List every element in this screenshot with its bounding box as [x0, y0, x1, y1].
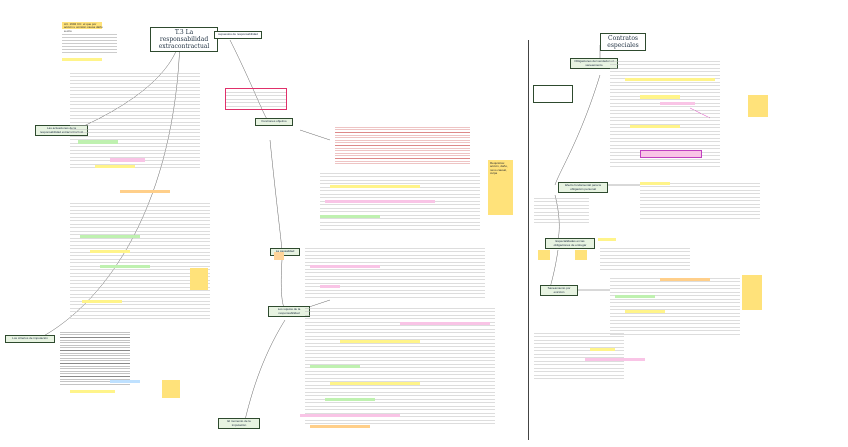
- header-mid-d-text: El momento de la imputación: [227, 419, 251, 427]
- sticky-note-right-3: [538, 250, 550, 260]
- right-box-left: [533, 85, 573, 103]
- header-left-mid-text: Las actuaciones de la responsabilidad ex…: [39, 126, 84, 134]
- header-right-d-text: Saneamiento por evicción: [547, 286, 571, 294]
- header-mid-a-text: Funciones objetivo: [261, 119, 287, 123]
- header-right-d: Saneamiento por evicción: [540, 285, 578, 297]
- right-title: Contratos especiales: [600, 33, 646, 51]
- sticky-note-mid: [488, 160, 513, 215]
- note-top-left-1-text: Art. 1902 CC: el que por acción u omisió…: [64, 22, 103, 33]
- header-mid-c-text: La causalidad: [275, 249, 295, 253]
- sticky-note-right-1: [748, 95, 768, 117]
- sticky-note-right-4: [575, 250, 587, 260]
- sticky-note-left: [190, 268, 208, 290]
- sticky-note-mid-text: Requisitos: acción, daño, nexo causal, c…: [490, 161, 508, 176]
- column-divider: [528, 40, 529, 440]
- sticky-note-left-2: [162, 380, 180, 398]
- right-title-line2: especiales: [607, 42, 639, 49]
- header-left-bottom: Los criterios de imputación: [5, 335, 55, 343]
- header-mid-a: Funciones objetivo: [255, 118, 293, 126]
- header-right-b: Efecto fundamental para la obligación pe…: [558, 182, 608, 194]
- sticky-note-small: [274, 252, 284, 260]
- right-title-line1: Contratos: [607, 35, 639, 42]
- header-right-c-text: Especialidades en las obligaciones de en…: [553, 239, 587, 247]
- note-top-left-1: [62, 22, 102, 29]
- sticky-note-right-2: [742, 275, 762, 310]
- header-right-c: Especialidades en las obligaciones de en…: [545, 238, 595, 250]
- page-title-text: T.3 La responsabilidad extracontractual: [158, 29, 210, 50]
- text-block-top-left: [62, 32, 117, 54]
- header-right-a-text: Obligaciones del vendedor: el saneamient…: [574, 59, 614, 67]
- header-mid-b-text: Los sujetos de la responsabilidad: [277, 307, 301, 315]
- header-mid-b: Los sujetos de la responsabilidad: [268, 306, 310, 318]
- header-mid-c: La causalidad: [270, 248, 300, 256]
- highlight-strip: [62, 58, 102, 61]
- header-mid-d: El momento de la imputación: [218, 418, 260, 430]
- supuestos-box: supuestos de responsabilidad: [214, 31, 262, 39]
- header-left-bottom-text: Los criterios de imputación: [12, 336, 48, 340]
- header-right-b-text: Efecto fundamental para la obligación pe…: [565, 183, 601, 191]
- supuestos-box-text: supuestos de responsabilidad: [218, 32, 258, 36]
- page-title: T.3 La responsabilidad extracontractual: [150, 27, 218, 52]
